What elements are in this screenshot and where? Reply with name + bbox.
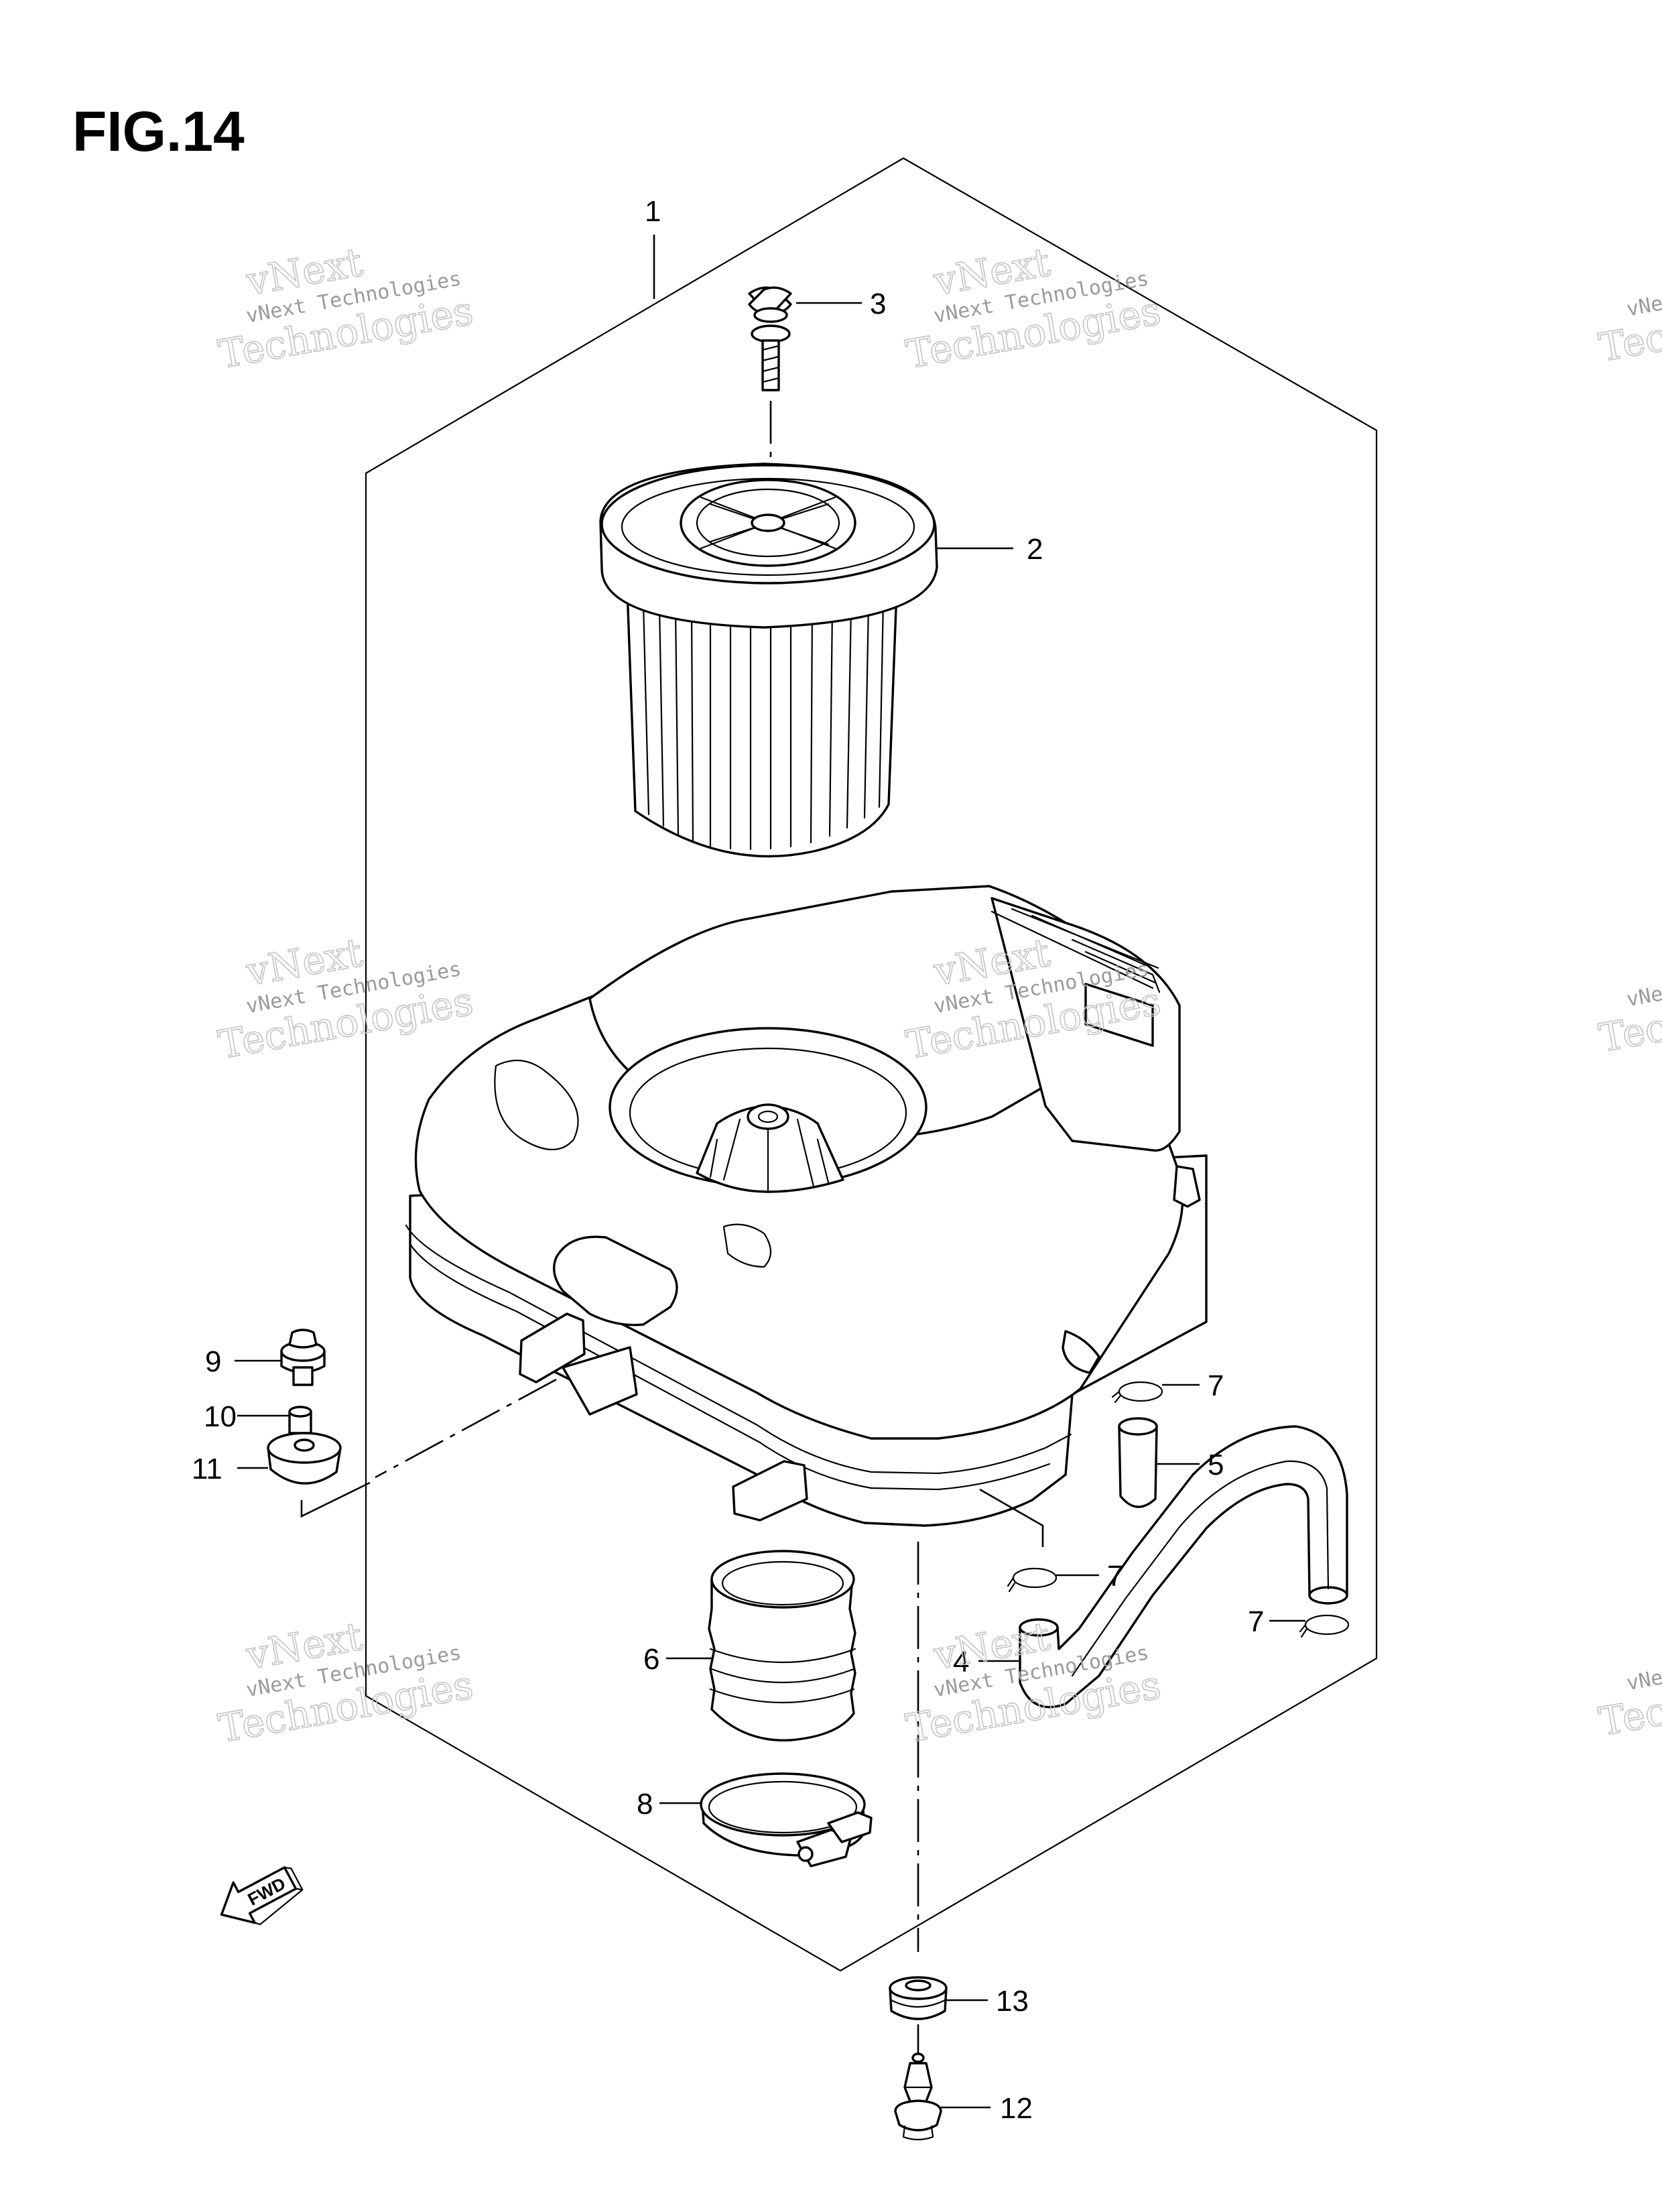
watermark-7: vNext vNext Technologies Technologies <box>214 1613 476 1752</box>
assembly-outline <box>365 157 1378 1972</box>
callout-3: 3 <box>870 288 886 320</box>
mount-leader <box>375 1378 557 1479</box>
callout-8: 8 <box>637 1788 653 1821</box>
mount-leader-end <box>300 1481 371 1518</box>
watermark-1: vNext vNext Technologies Technologies <box>214 239 476 378</box>
watermark-4: vNext vNext Technologies Technologies <box>214 929 476 1068</box>
callout-2: 2 <box>1027 533 1043 566</box>
hose-part-4 <box>1019 1425 1348 1709</box>
callout-7-c: 7 <box>1248 1605 1264 1638</box>
callout-12: 12 <box>1000 2092 1033 2125</box>
svg-text:vNe: vNe <box>1625 1666 1662 1695</box>
hose-leader <box>979 1488 1044 1547</box>
callout-7-a: 7 <box>1208 1369 1224 1402</box>
drain-grommet-part-13 <box>889 1976 948 2020</box>
bolt-part-9 <box>280 1329 326 1386</box>
clamp-part-7-a <box>1111 1381 1163 1404</box>
clamp-part-7-b <box>1007 1567 1058 1593</box>
callout-10: 10 <box>204 1400 237 1433</box>
svg-text:vNe: vNe <box>1625 292 1662 321</box>
callout-5: 5 <box>1208 1449 1224 1481</box>
wing-bolt-part-3 <box>748 286 792 509</box>
forward-direction-arrow: FWD <box>220 1866 304 1926</box>
svg-text:Tec: Tec <box>1596 1004 1662 1061</box>
callout-leaders <box>235 235 1305 2109</box>
callout-7-b: 7 <box>1107 1560 1123 1593</box>
watermark-2: vNext vNext Technologies Technologies <box>902 239 1164 378</box>
drain-plug-part-12 <box>894 2024 942 2141</box>
callout-4: 4 <box>953 1646 969 1678</box>
callout-6: 6 <box>643 1643 659 1676</box>
figure-title: FIG.14 <box>72 100 245 163</box>
callout-1: 1 <box>645 195 661 228</box>
grommet-part-11 <box>267 1432 342 1485</box>
intake-boot-part-6 <box>708 1550 856 1741</box>
callout-9: 9 <box>205 1345 221 1378</box>
air-cleaner-case <box>405 885 1208 1527</box>
collar-part-10 <box>288 1406 312 1434</box>
svg-text:Tec: Tec <box>1596 1688 1662 1745</box>
callout-13: 13 <box>996 1985 1029 2018</box>
hose-part-5 <box>1118 1417 1158 1508</box>
svg-text:vNe: vNe <box>1625 982 1662 1011</box>
callout-11: 11 <box>192 1453 222 1485</box>
watermark-9: vNe Tec <box>1595 1666 1662 1745</box>
hose-clamp-part-8 <box>700 1772 873 1867</box>
callout-labels: 1 2 3 4 5 6 7 7 7 8 9 10 11 12 13 <box>192 195 1264 2125</box>
watermark-6: vNe Tec <box>1595 982 1662 1061</box>
watermark-3: vNe Tec <box>1595 292 1662 371</box>
air-filter-part-2 <box>599 463 938 858</box>
svg-text:Tec: Tec <box>1596 314 1662 371</box>
clamp-part-7-c <box>1299 1614 1350 1638</box>
